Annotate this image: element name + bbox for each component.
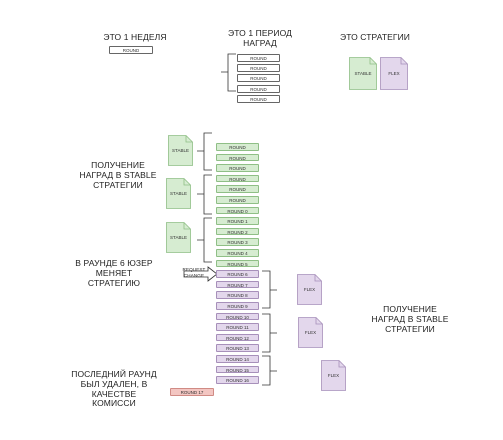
note-line: ПОСЛЕДНИЙ РАУНД [71,369,157,379]
removed-round-box: ROUND 17 [170,388,214,396]
week-round-box: ROUND [109,46,153,54]
request-change-line-1: REQUEST [182,267,206,272]
note-line: ПОЛУЧЕНИЕ [383,304,437,314]
legend-flex-label: FLEX [388,71,400,76]
request-change-label: REQUEST CHANGE [176,267,212,279]
timeline-round-box: ROUND [216,185,259,193]
note-removed-round: ПОСЛЕДНИЙ РАУНД БЫЛ УДАЛЕН, В КАЧЕСТВЕ К… [66,369,162,409]
note-strategy-change: В РАУНДЕ 6 ЮЗЕР МЕНЯЕТ СТРАТЕГИЮ [66,258,162,288]
timeline-round-box: ROUND 8 [216,291,259,299]
strategies-label: ЭТО СТРАТЕГИИ [339,32,411,42]
timeline-round-box: ROUND 13 [216,344,259,352]
note-line: В РАУНДЕ 6 ЮЗЕР [75,258,153,268]
timeline-round-box: ROUND 4 [216,249,259,257]
timeline-round-box: ROUND 1 [216,217,259,225]
timeline-round-box: ROUND 10 [216,312,259,321]
flex-doc-2: FLEX [298,317,323,348]
note-line: СТРАТЕГИЮ [87,277,141,288]
timeline-round-box: ROUND 9 [216,302,259,310]
period-round-box: ROUND [237,95,280,103]
timeline-round-box: ROUND [216,174,259,183]
stable-doc-2: STABLE [166,178,191,209]
timeline-round-box: ROUND 15 [216,365,259,374]
timeline-round-box: ROUND 3 [216,238,259,246]
week-label: ЭТО 1 НЕДЕЛЯ [103,32,167,42]
period-label-line-1: ЭТО 1 ПЕРИОД [228,28,292,38]
timeline-round-box: ROUND 5 [216,259,259,268]
flex-doc-1: FLEX [297,274,322,305]
note-right-stable-rewards: ПОЛУЧЕНИЕ НАГРАД В STABLE СТРАТЕГИИ [355,304,465,334]
timeline-round-box: ROUND [216,164,259,172]
timeline-round-box: ROUND 12 [216,333,259,342]
timeline-round-box: ROUND 2 [216,227,259,236]
timeline-round-box: ROUND 0 [216,206,259,215]
flex-doc-2-label: FLEX [304,330,317,335]
stable-doc-1: STABLE [168,135,193,166]
stable-doc-1-label: STABLE [172,148,189,153]
period-round-box: ROUND [237,54,280,62]
flex-doc-3: FLEX [321,360,346,391]
note-line: КАЧЕСТВЕ [91,388,137,399]
note-line: БЫЛ УДАЛЕН, В [80,378,148,389]
flex-doc-3-label: FLEX [327,373,340,378]
request-change-line-2: CHANGE [183,273,205,278]
note-line: НАГРАД В STABLE [79,169,157,180]
request-change-arrow [183,266,218,282]
note-line: МЕНЯЕТ [95,267,133,278]
timeline-round-box: ROUND 16 [216,376,259,384]
timeline-round-box: ROUND [216,143,259,151]
note-line: КОМИССИ [92,398,136,409]
timeline-round-box: ROUND 14 [216,355,259,363]
legend-flex-doc: FLEX [380,57,408,90]
period-label-line-2: НАГРАД [243,37,277,48]
timeline-round-box: ROUND 6 [216,270,259,278]
timeline-round-box: ROUND 7 [216,280,259,289]
note-stable-rewards: ПОЛУЧЕНИЕ НАГРАД В STABLE СТРАТЕГИИ [70,160,166,190]
legend-stable-label: STABLE [354,71,372,76]
period-label: ЭТО 1 ПЕРИОД НАГРАД [215,28,305,49]
stable-doc-3: STABLE [166,222,191,253]
period-round-box: ROUND [237,85,280,93]
note-line: ПОЛУЧЕНИЕ [91,160,145,170]
period-round-box: ROUND [237,74,280,82]
note-line: НАГРАД В STABLE [371,313,449,324]
note-line: СТРАТЕГИИ [93,179,143,190]
note-line: СТРАТЕГИИ [385,323,435,334]
flex-doc-1-label: FLEX [303,287,316,292]
stable-doc-2-label: STABLE [170,191,187,196]
timeline-round-box: ROUND [216,196,259,204]
legend-stable-doc: STABLE [349,57,377,90]
timeline-round-box: ROUND 11 [216,323,259,331]
timeline-round-box: ROUND [216,153,259,162]
period-round-box: ROUND [237,64,280,72]
stable-doc-3-label: STABLE [170,235,187,240]
